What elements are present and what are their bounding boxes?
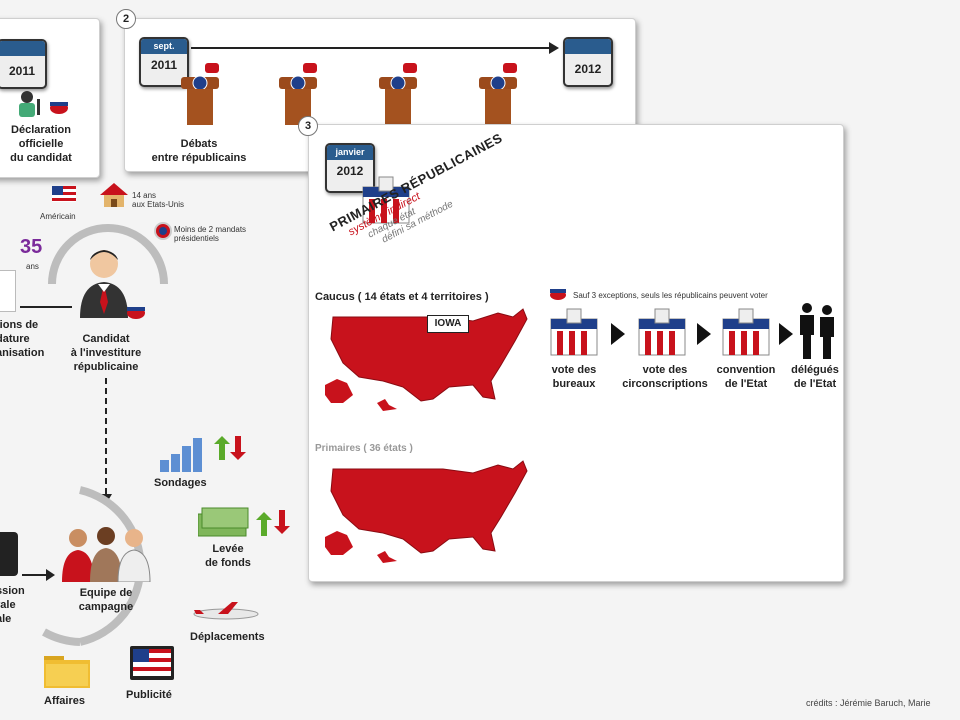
american-label: Américain [40, 212, 76, 221]
airplane-icon [192, 602, 260, 629]
panel-primaries: janvier 2012 PRIMAIRES RÉPUBLICAINES sys… [308, 124, 844, 582]
campaign-team-icon [60, 524, 154, 587]
panel-number-2: 2 [116, 9, 136, 29]
panel-number-3: 3 [298, 116, 318, 136]
funds-label: Levée de fonds [205, 543, 251, 569]
ballot-box-icon [361, 175, 411, 230]
candidate-figure-icon [15, 89, 45, 119]
connector-line [20, 306, 72, 308]
panel-declaration: 2011 Déclaration officielle du candidat [0, 18, 100, 178]
residency-label: 14 ans aux Etats-Unis [132, 191, 185, 209]
camera-icon [0, 532, 18, 576]
tv-flag-icon [130, 646, 174, 687]
podium-icon [375, 63, 421, 130]
dashed-arrow [105, 378, 107, 494]
mandates-label: Moins de 2 mandats présidentiels [174, 225, 247, 243]
podium-icon [177, 63, 223, 130]
candidate-arc [46, 218, 170, 293]
seal-icon [154, 222, 172, 245]
podium-icon [475, 63, 521, 130]
broadcast-left-text: ssion rale ale [0, 585, 25, 625]
travel-label: Déplacements [190, 631, 265, 643]
house-icon [100, 183, 128, 212]
timeline-arrow [191, 47, 551, 49]
elephant-icon [126, 304, 146, 325]
caucus-title: Caucus ( 14 états et 4 territoires ) [315, 291, 489, 303]
age-unit: ans [26, 262, 39, 271]
credits: crédits : Jérémie Baruch, Marie [806, 698, 931, 708]
ads-label: Publicité [126, 689, 172, 701]
debates-caption: Débats entre républicains [151, 138, 247, 164]
flag-icon [52, 186, 76, 207]
elephant-icon [49, 99, 69, 120]
connector-arrowhead [46, 569, 55, 581]
caucus-note: Sauf 3 exceptions, seuls les républicain… [573, 291, 768, 300]
money-icon [197, 506, 290, 545]
elephant-icon [549, 287, 567, 306]
ballot-box-icon [637, 307, 686, 356]
chevron-right-icon [697, 323, 711, 345]
ballot-box-icon [721, 307, 770, 356]
connector-arrow [22, 574, 48, 576]
document-icon [0, 270, 16, 312]
delegates-icon [797, 301, 837, 366]
iowa-marker: IOWA [427, 315, 469, 333]
polls-label: Sondages [154, 477, 207, 489]
calendar-icon: janvier 2012 [325, 143, 375, 193]
candidate-label: Candidat à l'investiture républicaine [70, 333, 142, 373]
caucus-us-map [323, 307, 533, 420]
chevron-right-icon [611, 323, 625, 345]
ballot-box-icon [549, 307, 598, 356]
calendar-icon: 2011 [0, 39, 47, 89]
campaign-label: Equipe de campagne [78, 587, 134, 613]
poll-chart-icon [160, 436, 246, 479]
age-number: 35 [20, 236, 43, 258]
folder-icon [44, 652, 90, 693]
primaries-us-map [323, 459, 533, 572]
chevron-right-icon [779, 323, 793, 345]
primaries-title: Primaires ( 36 états ) [315, 443, 413, 454]
candidature-left-text: tions de dature anisation [0, 319, 45, 359]
calendar-end-icon: 2012 [563, 37, 613, 87]
candidate-avatar-icon [76, 244, 132, 323]
calendar-start-icon: sept. 2011 [139, 37, 189, 87]
declaration-caption: Déclaration officielle du candidat [10, 124, 72, 164]
timeline-arrowhead [549, 42, 559, 54]
business-label: Affaires [44, 695, 85, 707]
